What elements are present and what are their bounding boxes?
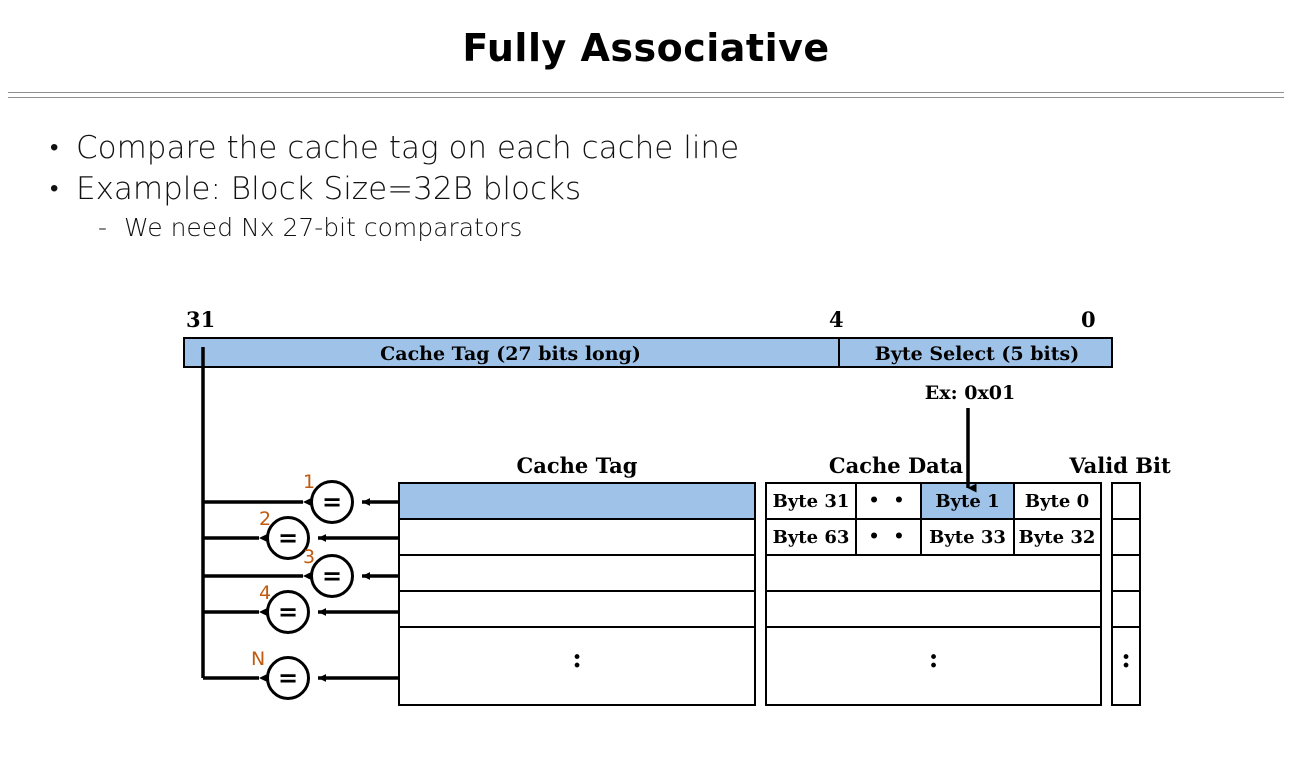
valid-bit-cell xyxy=(1113,592,1139,628)
comparator-3: = xyxy=(310,554,354,598)
bullet-list: Compare the cache tag on each cache line… xyxy=(46,127,946,246)
cache-data-ellipsis-cell: • • xyxy=(857,520,922,554)
address-tag-field-label: Cache Tag (27 bits long) xyxy=(380,343,641,365)
comparator-1: = xyxy=(310,480,354,524)
cache-data-vertical-ellipsis: : xyxy=(928,643,939,674)
valid-bit-cell: : xyxy=(1113,628,1139,703)
address-bar xyxy=(183,337,1113,368)
column-header-cache-data: Cache Data xyxy=(828,453,964,478)
cache-data-row xyxy=(767,592,1100,628)
bullet-sub-item: We need Nx 27-bit comparators xyxy=(46,210,946,246)
comparator-label-2: 2 xyxy=(259,508,272,530)
cache-data-row: : xyxy=(767,628,1100,703)
comparator-label-N: N xyxy=(251,648,266,670)
bit-marker-31: 31 xyxy=(186,307,216,332)
cache-tag-row xyxy=(400,484,754,520)
address-byte-select-field-label: Byte Select (5 bits) xyxy=(874,343,1080,365)
comparator-label-1: 1 xyxy=(303,471,316,493)
horizontal-ellipsis: • • xyxy=(868,527,909,547)
byte-select-example-label: Ex: 0x01 xyxy=(924,382,1016,404)
page-title: Fully Associative xyxy=(462,26,830,70)
cache-data-byte-cell: Byte 32 xyxy=(1015,520,1099,554)
cache-tag-table: : xyxy=(398,482,756,706)
comparator-label-4: 4 xyxy=(259,582,272,604)
cache-tag-ellipsis: : xyxy=(572,643,582,674)
cache-data-byte-cell: Byte 63 xyxy=(767,520,857,554)
comparator-label-3: 3 xyxy=(303,546,316,568)
valid-bit-cell xyxy=(1113,556,1139,592)
cache-tag-row xyxy=(400,556,754,592)
bit-marker-0: 0 xyxy=(1081,307,1096,332)
cache-data-row xyxy=(767,556,1100,592)
comparator-N: = xyxy=(266,656,310,700)
valid-bit-ellipsis: : xyxy=(1121,643,1131,674)
comparator-4: = xyxy=(266,590,310,634)
valid-bit-cell xyxy=(1113,520,1139,556)
column-header-cache-tag: Cache Tag xyxy=(516,453,638,478)
title-divider xyxy=(8,92,1284,98)
cache-data-byte-cell: Byte 31 xyxy=(767,484,857,518)
horizontal-ellipsis: • • xyxy=(868,491,909,511)
bullet-item: Compare the cache tag on each cache line xyxy=(46,127,946,169)
cache-data-ellipsis-cell: • • xyxy=(857,484,922,518)
cache-tag-row xyxy=(400,592,754,628)
cache-data-byte-cell: Byte 0 xyxy=(1015,484,1099,518)
address-field-divider xyxy=(838,337,840,368)
bit-marker-4: 4 xyxy=(829,307,844,332)
comparator-2: = xyxy=(266,516,310,560)
cache-tag-row xyxy=(400,520,754,556)
bullet-item: Example: Block Size=32B blocks xyxy=(46,168,946,210)
valid-bit-table: : xyxy=(1111,482,1141,706)
cache-tag-row: : xyxy=(400,628,754,703)
valid-bit-cell xyxy=(1113,484,1139,520)
cache-data-byte-cell: Byte 1 xyxy=(922,484,1015,518)
cache-data-byte-cell: Byte 33 xyxy=(922,520,1015,554)
column-header-valid-bit: Valid Bit xyxy=(1069,453,1171,478)
